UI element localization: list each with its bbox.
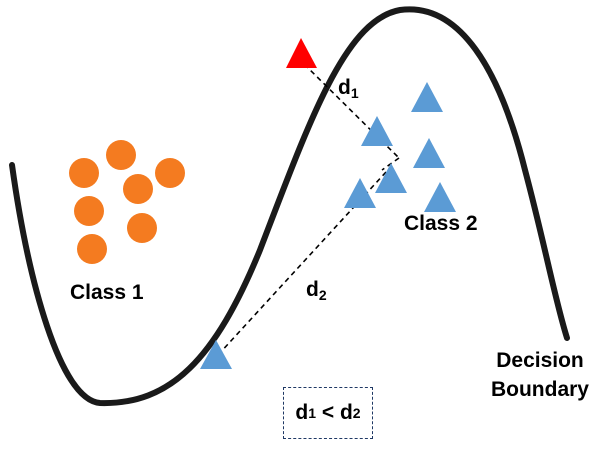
class1-point [106,140,136,170]
class2-points [200,82,456,369]
class1-point [69,158,99,188]
d2-label: d2 [306,278,327,303]
class2-point [413,138,445,168]
inequality-operator: < [316,401,340,424]
class2-point [375,163,407,193]
class2-label: Class 2 [404,212,478,235]
inequality-right-base: d [339,401,353,424]
d1-label-sub: 1 [350,85,359,101]
class1-point [123,174,153,204]
class1-point [77,234,107,264]
decision-boundary-label-line1: Decision [496,349,584,372]
d1-label: d1 [338,76,359,101]
decision-boundary-label-line2: Boundary [490,378,589,401]
decision-boundary-curve [9,6,570,407]
d2-label-base: d [306,278,319,301]
class2-point [344,178,376,208]
class1-label: Class 1 [70,281,144,304]
distance-line-d2 [217,171,387,356]
class2-point [361,116,393,146]
inequality-left-sub: 1 [308,405,317,421]
class2-point [411,82,443,112]
class1-point [155,158,185,188]
class1-point [74,196,104,226]
d2-label-sub: 2 [318,287,327,303]
inequality-left-base: d [295,401,309,424]
class2-point [200,340,232,369]
class2-point [424,182,456,212]
query-point [286,38,317,68]
class1-point [127,213,157,243]
d1-label-base: d [338,76,351,99]
inequality-right-sub: 2 [352,405,361,421]
decision-boundary-label: Decision Boundary [478,346,602,404]
class1-points [69,140,185,264]
